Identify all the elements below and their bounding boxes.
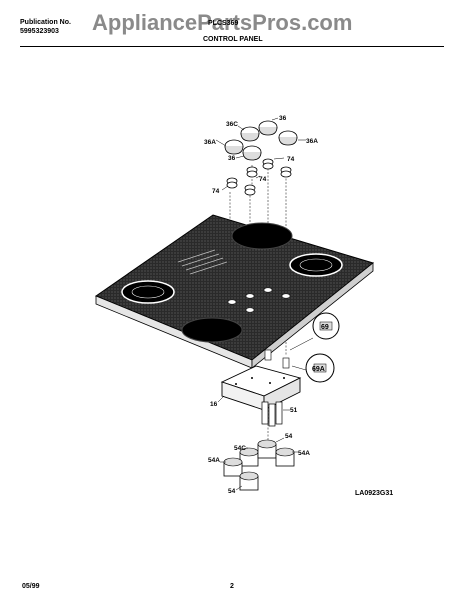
callout-leaders [215,117,306,491]
label-74-b: 74 [259,176,267,183]
label-74-a: 74 [287,156,295,163]
diagram-code: LA0923G31 [355,490,394,497]
label-54c: 54C [234,445,246,452]
publication-label: Publication No. [20,19,71,26]
section-title: CONTROL PANEL [203,36,263,43]
bracket-16 [220,365,302,411]
knob-36c [240,126,260,142]
label-54-bottom: 54 [228,488,236,495]
label-54: 54 [285,433,293,440]
footer-date: 05/99 [22,583,40,590]
screw-69a [291,353,335,383]
label-36c: 36C [226,121,238,128]
publication-info: Publication No. 5995323903 [20,18,71,36]
page-number: 2 [230,583,234,590]
label-36a-right: 36A [306,138,318,145]
switch-54-bottom [239,471,259,491]
switch-54a-left [223,457,243,477]
switch-54 [257,439,277,459]
switch-51 [261,401,283,427]
screw-69 [289,312,340,351]
label-69a: 69A [312,366,325,373]
label-54a: 54A [298,450,310,457]
cooktop-panel [94,214,375,369]
burner-rear-large [231,222,293,250]
knob-36a-left [224,139,244,155]
knob-36a-right [278,130,298,146]
publication-number: 5995323903 [20,28,59,35]
header-rule [20,46,444,47]
label-54a-left: 54A [208,457,220,464]
seal-74 [226,158,292,196]
label-36a-left: 36A [204,139,216,146]
model-number: PLCS369 [208,20,239,27]
label-74-c: 74 [212,188,220,195]
screw-pins [264,349,290,369]
label-36: 36 [279,115,287,122]
knob-36 [258,120,278,136]
switch-54c [239,447,259,467]
label-51: 51 [290,407,298,414]
label-36-lower: 36 [228,155,236,162]
label-69: 69 [321,324,329,331]
burner-front [181,317,243,343]
watermark: AppliancePartsPros.com [92,10,353,35]
switch-54a [275,447,295,467]
label-16: 16 [210,401,218,408]
knob-36-lower [242,145,262,161]
